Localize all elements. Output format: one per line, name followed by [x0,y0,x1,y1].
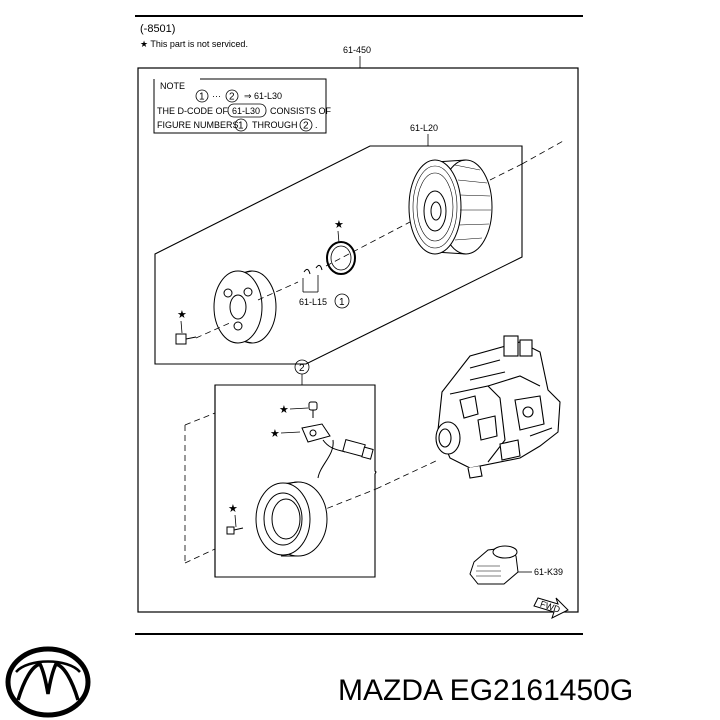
star-snap-ring: ★ [334,219,344,231]
svg-text:CONSISTS OF: CONSISTS OF [270,106,332,116]
label-coil-group: 2 [299,363,305,374]
coil-screw-icon [226,526,244,535]
screw-icon [308,401,318,418]
not-serviced-note: ★ This part is not serviced. [140,39,248,49]
svg-text:⇒ 61-L30: ⇒ 61-L30 [244,91,282,101]
star-bracket: ★ [270,428,280,440]
bolt-icon [175,333,197,345]
star-coil-screw: ★ [228,503,238,515]
connector-icon [301,423,374,479]
snap-ring-icon [326,241,356,275]
label-pulley: 61-L20 [410,123,438,133]
svg-text:61-L30: 61-L30 [232,106,260,116]
label-clutch-hub: 61-L15 [299,297,327,307]
svg-text:1: 1 [199,92,205,103]
star-bolt: ★ [177,309,187,321]
svg-text:1: 1 [238,121,244,132]
pulley-icon [408,159,493,255]
label-assembly: 61-450 [343,45,371,55]
assembly-frame [137,67,579,613]
alignment-lines [195,139,566,339]
coil-group-frame [214,384,377,578]
svg-text:THROUGH: THROUGH [252,120,298,130]
svg-text:2: 2 [303,121,309,132]
clutch-hub-icon [213,270,277,344]
svg-text:THE D-CODE OF: THE D-CODE OF [157,106,229,116]
star-screw: ★ [279,404,289,416]
compressor-icon [435,335,561,479]
pulley-group-frame [154,145,523,365]
valve-icon [469,545,519,585]
field-coil-icon [255,481,328,557]
brand-part-number: MAZDA EG2161450G [338,674,633,707]
shim-icon [303,264,323,275]
svg-text:2: 2 [229,92,235,103]
diagram-code: (-8501) [140,23,175,35]
svg-text:FIGURE NUMBERS: FIGURE NUMBERS [157,120,239,130]
label-valve: 61-K39 [534,567,563,577]
note-box: NOTE 1 ··· 2 ⇒ 61-L30 THE D-CODE OF 61-L… [153,78,332,134]
svg-text:NOTE: NOTE [160,81,185,91]
svg-text:···: ··· [212,91,221,101]
svg-text:.: . [315,120,318,130]
fwd-arrow-icon: FWD [533,597,569,619]
mazda-logo-icon [5,646,91,718]
svg-text:1: 1 [339,297,345,308]
